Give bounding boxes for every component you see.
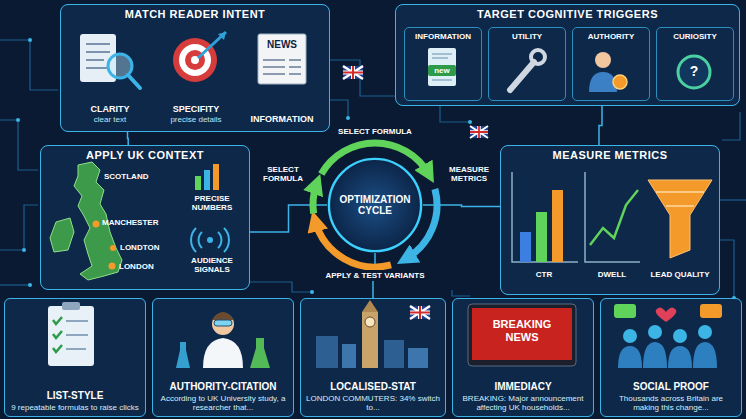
node-heading: INFORMATION xyxy=(243,114,321,124)
trigger-box: UTILITY xyxy=(488,27,566,101)
banner-text: BREAKING NEWS xyxy=(478,318,566,343)
node-heading: SPECIFITY xyxy=(157,104,235,114)
map-label: MANCHESTER xyxy=(102,218,172,227)
map-label: LONDTON xyxy=(120,243,176,252)
icon-text: NEWS xyxy=(261,39,303,51)
node-heading: APPLY UK CONTEXT xyxy=(41,149,249,162)
concept-item: CLARITYclear text xyxy=(69,27,151,127)
cycle-step-label: SELECT FORMULA xyxy=(333,126,417,137)
node-body: Thousands across Britain are making this… xyxy=(606,394,736,412)
trigger-box: INFORMATION xyxy=(404,27,482,101)
map-label: LONDON xyxy=(119,262,175,271)
node-heading: AUTHORITY xyxy=(575,32,647,41)
metric-label: CTR xyxy=(512,270,576,279)
formula-card: LIST-STYLE9 repeatable formulas to raise… xyxy=(4,298,146,417)
formula-card: AUTHORITY-CITATIONAccording to UK Univer… xyxy=(152,298,294,417)
node-heading: TARGET COGNITIVE TRIGGERS xyxy=(396,8,739,21)
node-heading: CURIOSITY xyxy=(659,32,731,41)
cycle-circle: OPTIMIZATION CYCLE xyxy=(327,157,423,253)
formula-card: IMMEDIACYBREAKING: Major announcement af… xyxy=(452,298,594,417)
node-heading: CLARITY xyxy=(71,104,149,114)
node-body: LONDON COMMUTERS: 34% switch to... xyxy=(306,394,440,412)
badge-text: new xyxy=(428,65,456,76)
formula-card: LOCALISED-STATLONDON COMMUTERS: 34% swit… xyxy=(300,298,446,417)
node-heading: UTILITY xyxy=(491,32,563,41)
node-body: precise details xyxy=(157,115,235,124)
formula-card: SOCIAL PROOFThousands across Britain are… xyxy=(600,298,742,417)
node-heading: OPTIMIZATION CYCLE xyxy=(339,194,411,217)
connector xyxy=(127,132,129,145)
metric-label: DWELL xyxy=(582,270,642,279)
section-panel: MATCH READER INTENTCLARITYclear textSPEC… xyxy=(60,4,330,132)
concept-item: SPECIFITYprecise details xyxy=(155,27,237,127)
cycle-step-label: MEASURE METRICS xyxy=(441,164,497,184)
connector xyxy=(599,106,602,145)
node-heading: MEASURE METRICS xyxy=(501,149,719,162)
node-body: clear text xyxy=(71,115,149,124)
node-body: According to UK University study, a rese… xyxy=(158,394,288,412)
map-label: SCOTLAND xyxy=(104,172,166,181)
node-heading: MATCH READER INTENT xyxy=(61,8,329,21)
node-heading: LIST-STYLE xyxy=(10,390,140,402)
feature-label: PRECISE NUMBERS xyxy=(178,194,246,212)
node-heading: AUTHORITY-CITATION xyxy=(158,381,288,393)
feature-label: AUDIENCE SIGNALS xyxy=(178,256,246,274)
cycle-step-label: SELECT FORMULA xyxy=(256,164,310,184)
metric-label: LEAD QUALITY xyxy=(644,270,716,279)
trigger-box: AUTHORITY xyxy=(572,27,650,101)
icon-text: ? xyxy=(686,63,702,79)
node-heading: SOCIAL PROOF xyxy=(606,381,736,393)
section-panel: TARGET COGNITIVE TRIGGERS INFORMATION UTIL… xyxy=(395,4,740,106)
cycle-step-label: APPLY & TEST VARIANTS xyxy=(316,270,434,281)
node-heading: IMMEDIACY xyxy=(458,381,588,393)
node-body: 9 repeatable formulas to raise clicks xyxy=(10,403,140,412)
node-body: BREAKING: Major announcement affecting U… xyxy=(458,394,588,412)
node-heading: INFORMATION xyxy=(407,32,479,41)
node-heading: LOCALISED-STAT xyxy=(306,381,440,393)
